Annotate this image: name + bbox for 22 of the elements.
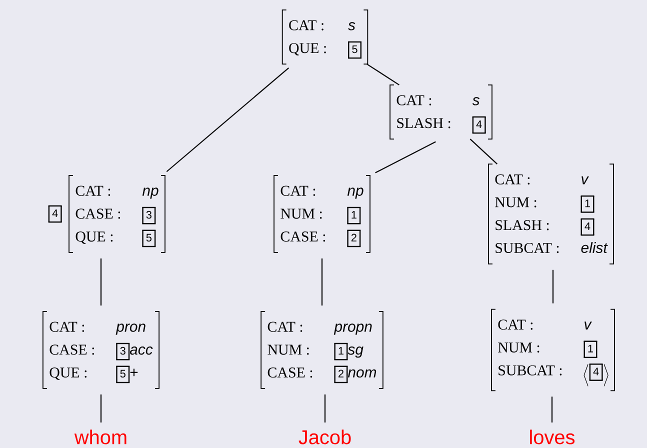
tree-branch: [552, 270, 554, 304]
tree-branch: [100, 394, 102, 422]
tree-branch: [100, 258, 102, 306]
feature-matrix: CAT : propn NUM : 1 sg CASE : 2 nom: [260, 311, 384, 389]
word-label: whom: [74, 430, 126, 444]
feature-matrix: CAT : pron CASE : 3 acc QUE : 5 +: [42, 311, 160, 389]
feature-matrix: CAT : np CASE : 3 QUE : 5: [68, 175, 166, 253]
word-label: loves: [530, 430, 575, 444]
tree-branch: [321, 258, 323, 306]
feature-matrix: CAT : s SLASH : 4: [390, 84, 492, 140]
tree-branch: [366, 64, 400, 86]
feature-matrix: CAT : s QUE : 5: [282, 10, 368, 64]
tree-branch: [375, 141, 436, 174]
word-label: Jacob: [298, 430, 351, 444]
feature-matrix: CAT : np NUM : 1 CASE : 2: [274, 175, 370, 253]
tree-branch: [470, 138, 498, 164]
tree-branch: [324, 394, 326, 422]
tree-branch: [551, 396, 553, 422]
feature-matrix: CAT : v NUM : 1 SUBCAT : 4: [491, 308, 615, 392]
structure-tag: 4: [48, 205, 62, 223]
feature-matrix: CAT : v NUM : 1 SLASH : 4 SUBCAT : elist: [488, 164, 614, 264]
tree-branch: [166, 68, 290, 172]
